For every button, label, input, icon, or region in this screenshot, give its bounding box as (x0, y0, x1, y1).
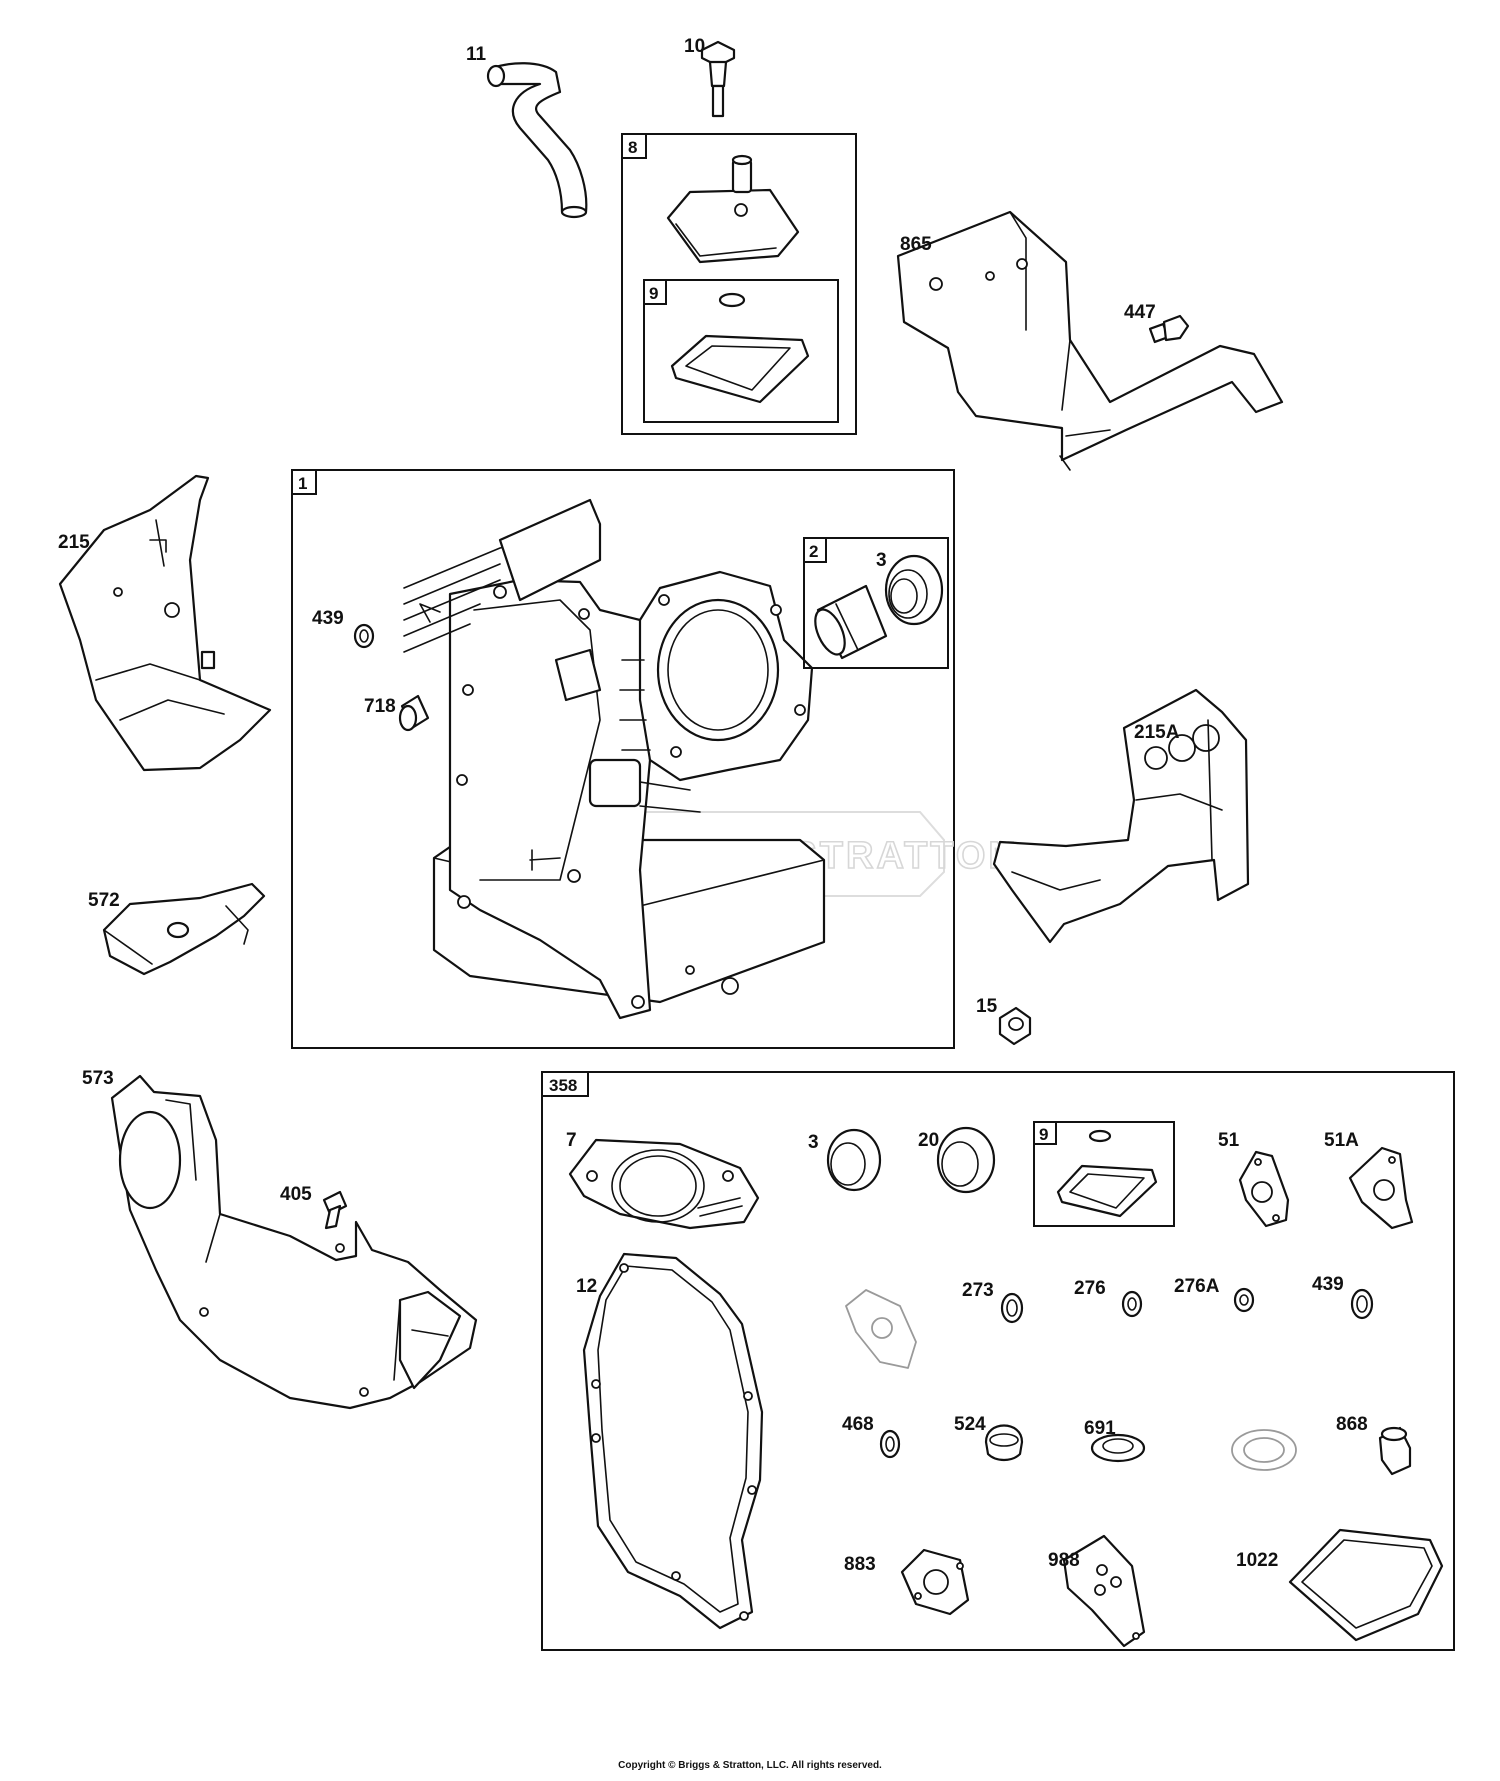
part-11-breather-tube[interactable] (486, 62, 588, 219)
kit-part-12-crankcase-gasket[interactable] (582, 1252, 764, 1630)
part-718-dowel-pin[interactable] (398, 694, 430, 732)
callout-8: 8 (628, 138, 637, 157)
callout-10: 10 (684, 36, 705, 57)
kit-group-9-frame (1033, 1121, 1175, 1227)
part-447-screw[interactable] (1148, 314, 1190, 344)
copyright-notice: Copyright © Briggs & Stratton, LLC. All … (618, 1760, 882, 1771)
kit-callout-20: 20 (918, 1130, 939, 1151)
kit-callout-1022: 1022 (1236, 1550, 1278, 1571)
kit-part-51-gasket[interactable] (1238, 1150, 1290, 1228)
kit-callout-276: 276 (1074, 1278, 1106, 1299)
group-2-frame (803, 537, 949, 669)
group-8-tag (621, 133, 647, 159)
part-215-shield[interactable] (58, 474, 272, 772)
part-15-plug[interactable] (998, 1006, 1032, 1046)
kit-group-9-tag (1033, 1121, 1057, 1145)
kit-callout-883: 883 (844, 1554, 876, 1575)
callout-573: 573 (82, 1068, 114, 1089)
callout-865: 865 (900, 234, 932, 255)
kit-part-868-valve-seal[interactable] (1378, 1426, 1412, 1476)
kit-callout-9: 9 (1039, 1125, 1048, 1144)
callout-439: 439 (312, 608, 344, 629)
callout-3: 3 (876, 550, 887, 571)
kit-358-frame (541, 1071, 1455, 1651)
kit-callout-691: 691 (1084, 1418, 1116, 1439)
part-3-oil-seal[interactable] (884, 554, 944, 626)
kit-callout-439: 439 (1312, 1274, 1344, 1295)
kit-part-273-washer[interactable] (1000, 1292, 1024, 1324)
callout-2: 2 (809, 542, 818, 561)
part-865-bracket[interactable] (896, 210, 1284, 471)
callout-215: 215 (58, 532, 90, 553)
kit-callout-868: 868 (1336, 1414, 1368, 1435)
kit-part-691-seal[interactable] (1090, 1433, 1146, 1463)
group-1-frame (291, 469, 955, 1049)
kit-part-3-oil-seal[interactable] (826, 1128, 882, 1192)
kit-part-1022-gasket[interactable] (1288, 1528, 1444, 1642)
part-1-engine-block[interactable] (403, 498, 826, 1020)
kit-part-988-gasket[interactable] (1062, 1534, 1146, 1648)
callout-9-top: 9 (649, 284, 658, 303)
kit-callout-7: 7 (566, 1130, 577, 1151)
group-9-top-frame (643, 279, 839, 423)
kit-callout-3: 3 (808, 1132, 819, 1153)
group-1-tag (291, 469, 317, 495)
callout-447: 447 (1124, 302, 1156, 323)
part-405-fitting[interactable] (322, 1190, 348, 1230)
kit-part-20-oil-seal[interactable] (936, 1126, 996, 1194)
kit-faint-washer (1231, 1429, 1297, 1471)
group-9-top-tag (643, 279, 667, 305)
callout-11: 11 (466, 44, 487, 65)
callout-15: 15 (976, 996, 998, 1017)
kit-part-7-head-gasket[interactable] (568, 1138, 760, 1230)
kit-callout-51: 51 (1218, 1130, 1240, 1151)
part-10-bolt[interactable] (700, 40, 736, 118)
kit-358-tag (541, 1071, 589, 1097)
kit-callout-468: 468 (842, 1414, 874, 1435)
part-572-baffle[interactable] (102, 882, 266, 976)
part-2-sleeve-bushing[interactable] (809, 584, 888, 660)
kit-358-label: 358 (549, 1076, 577, 1095)
kit-part-524-cap[interactable] (984, 1424, 1024, 1462)
callout-405: 405 (280, 1184, 312, 1205)
part-8-breather-cover[interactable] (666, 154, 800, 264)
callout-1: 1 (298, 474, 307, 493)
part-573-blower-housing[interactable] (110, 1074, 478, 1410)
kit-part-883-gasket[interactable] (900, 1548, 970, 1616)
callout-572: 572 (88, 890, 120, 911)
kit-callout-51A: 51A (1324, 1130, 1359, 1151)
callout-215A: 215A (1134, 722, 1180, 743)
kit-part-9-breather-gasket[interactable] (1056, 1129, 1158, 1218)
kit-part-439-washer[interactable] (1350, 1288, 1374, 1320)
group-2-tag (803, 537, 827, 563)
callout-718: 718 (364, 696, 396, 717)
kit-part-276-washer[interactable] (1121, 1290, 1143, 1318)
kit-callout-276A: 276A (1174, 1276, 1220, 1297)
kit-callout-273: 273 (962, 1280, 994, 1301)
kit-callout-988: 988 (1048, 1550, 1080, 1571)
kit-callout-12: 12 (576, 1276, 597, 1297)
kit-part-51A-gasket[interactable] (1348, 1146, 1414, 1230)
kit-part-468-washer[interactable] (879, 1429, 901, 1459)
group-8-frame (621, 133, 857, 435)
kit-callout-524: 524 (954, 1414, 986, 1435)
part-439-washer[interactable] (353, 623, 375, 649)
part-9-breather-gasket[interactable] (670, 292, 810, 404)
kit-part-276A-washer[interactable] (1233, 1287, 1255, 1313)
part-215A-shield[interactable] (992, 688, 1250, 944)
kit-faint-gasket (845, 1289, 917, 1369)
